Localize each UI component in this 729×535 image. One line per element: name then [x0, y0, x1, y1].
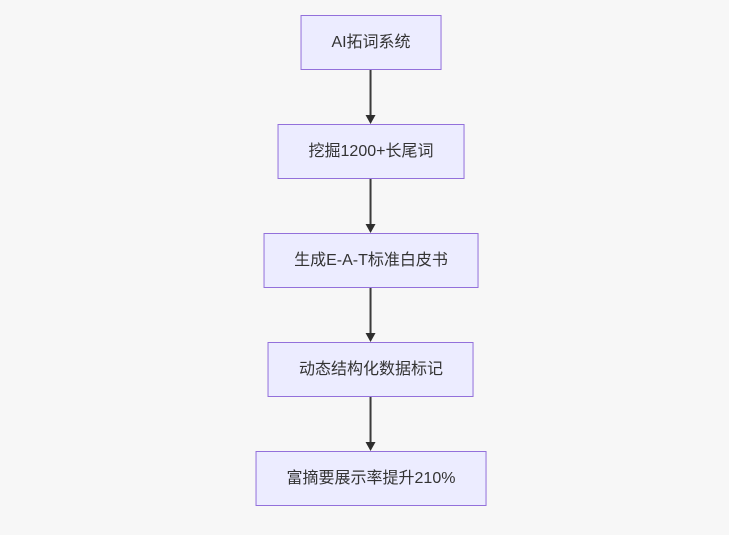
- flow-node-label: 动态结构化数据标记: [298, 360, 443, 378]
- flow-arrow: [366, 179, 376, 233]
- arrow-line: [370, 288, 372, 334]
- flow-arrow: [366, 70, 376, 124]
- arrowhead-down-icon: [366, 442, 376, 451]
- flow-node-label: 挖掘1200+长尾词: [308, 142, 434, 160]
- flowchart: AI拓词系统 挖掘1200+长尾词 生成E-A-T标准白皮书 动态结构化数据标记: [255, 15, 487, 506]
- arrow-line: [370, 70, 372, 116]
- arrowhead-down-icon: [366, 115, 376, 124]
- arrowhead-down-icon: [366, 333, 376, 342]
- flow-node-structured-data-markup: 动态结构化数据标记: [267, 342, 474, 397]
- arrowhead-down-icon: [366, 224, 376, 233]
- flow-arrow: [366, 397, 376, 451]
- arrow-line: [370, 179, 372, 225]
- flow-node-longtail-mining: 挖掘1200+长尾词: [277, 124, 465, 179]
- flow-node-eat-whitepaper: 生成E-A-T标准白皮书: [263, 233, 479, 288]
- arrow-line: [370, 397, 372, 443]
- flow-node-label: 富摘要展示率提升210%: [286, 469, 456, 487]
- flow-arrow: [366, 288, 376, 342]
- flow-node-rich-snippet-result: 富摘要展示率提升210%: [255, 451, 487, 506]
- flow-node-ai-word-expansion: AI拓词系统: [300, 15, 442, 70]
- flow-node-label: 生成E-A-T标准白皮书: [294, 251, 448, 269]
- flow-node-label: AI拓词系统: [331, 33, 411, 51]
